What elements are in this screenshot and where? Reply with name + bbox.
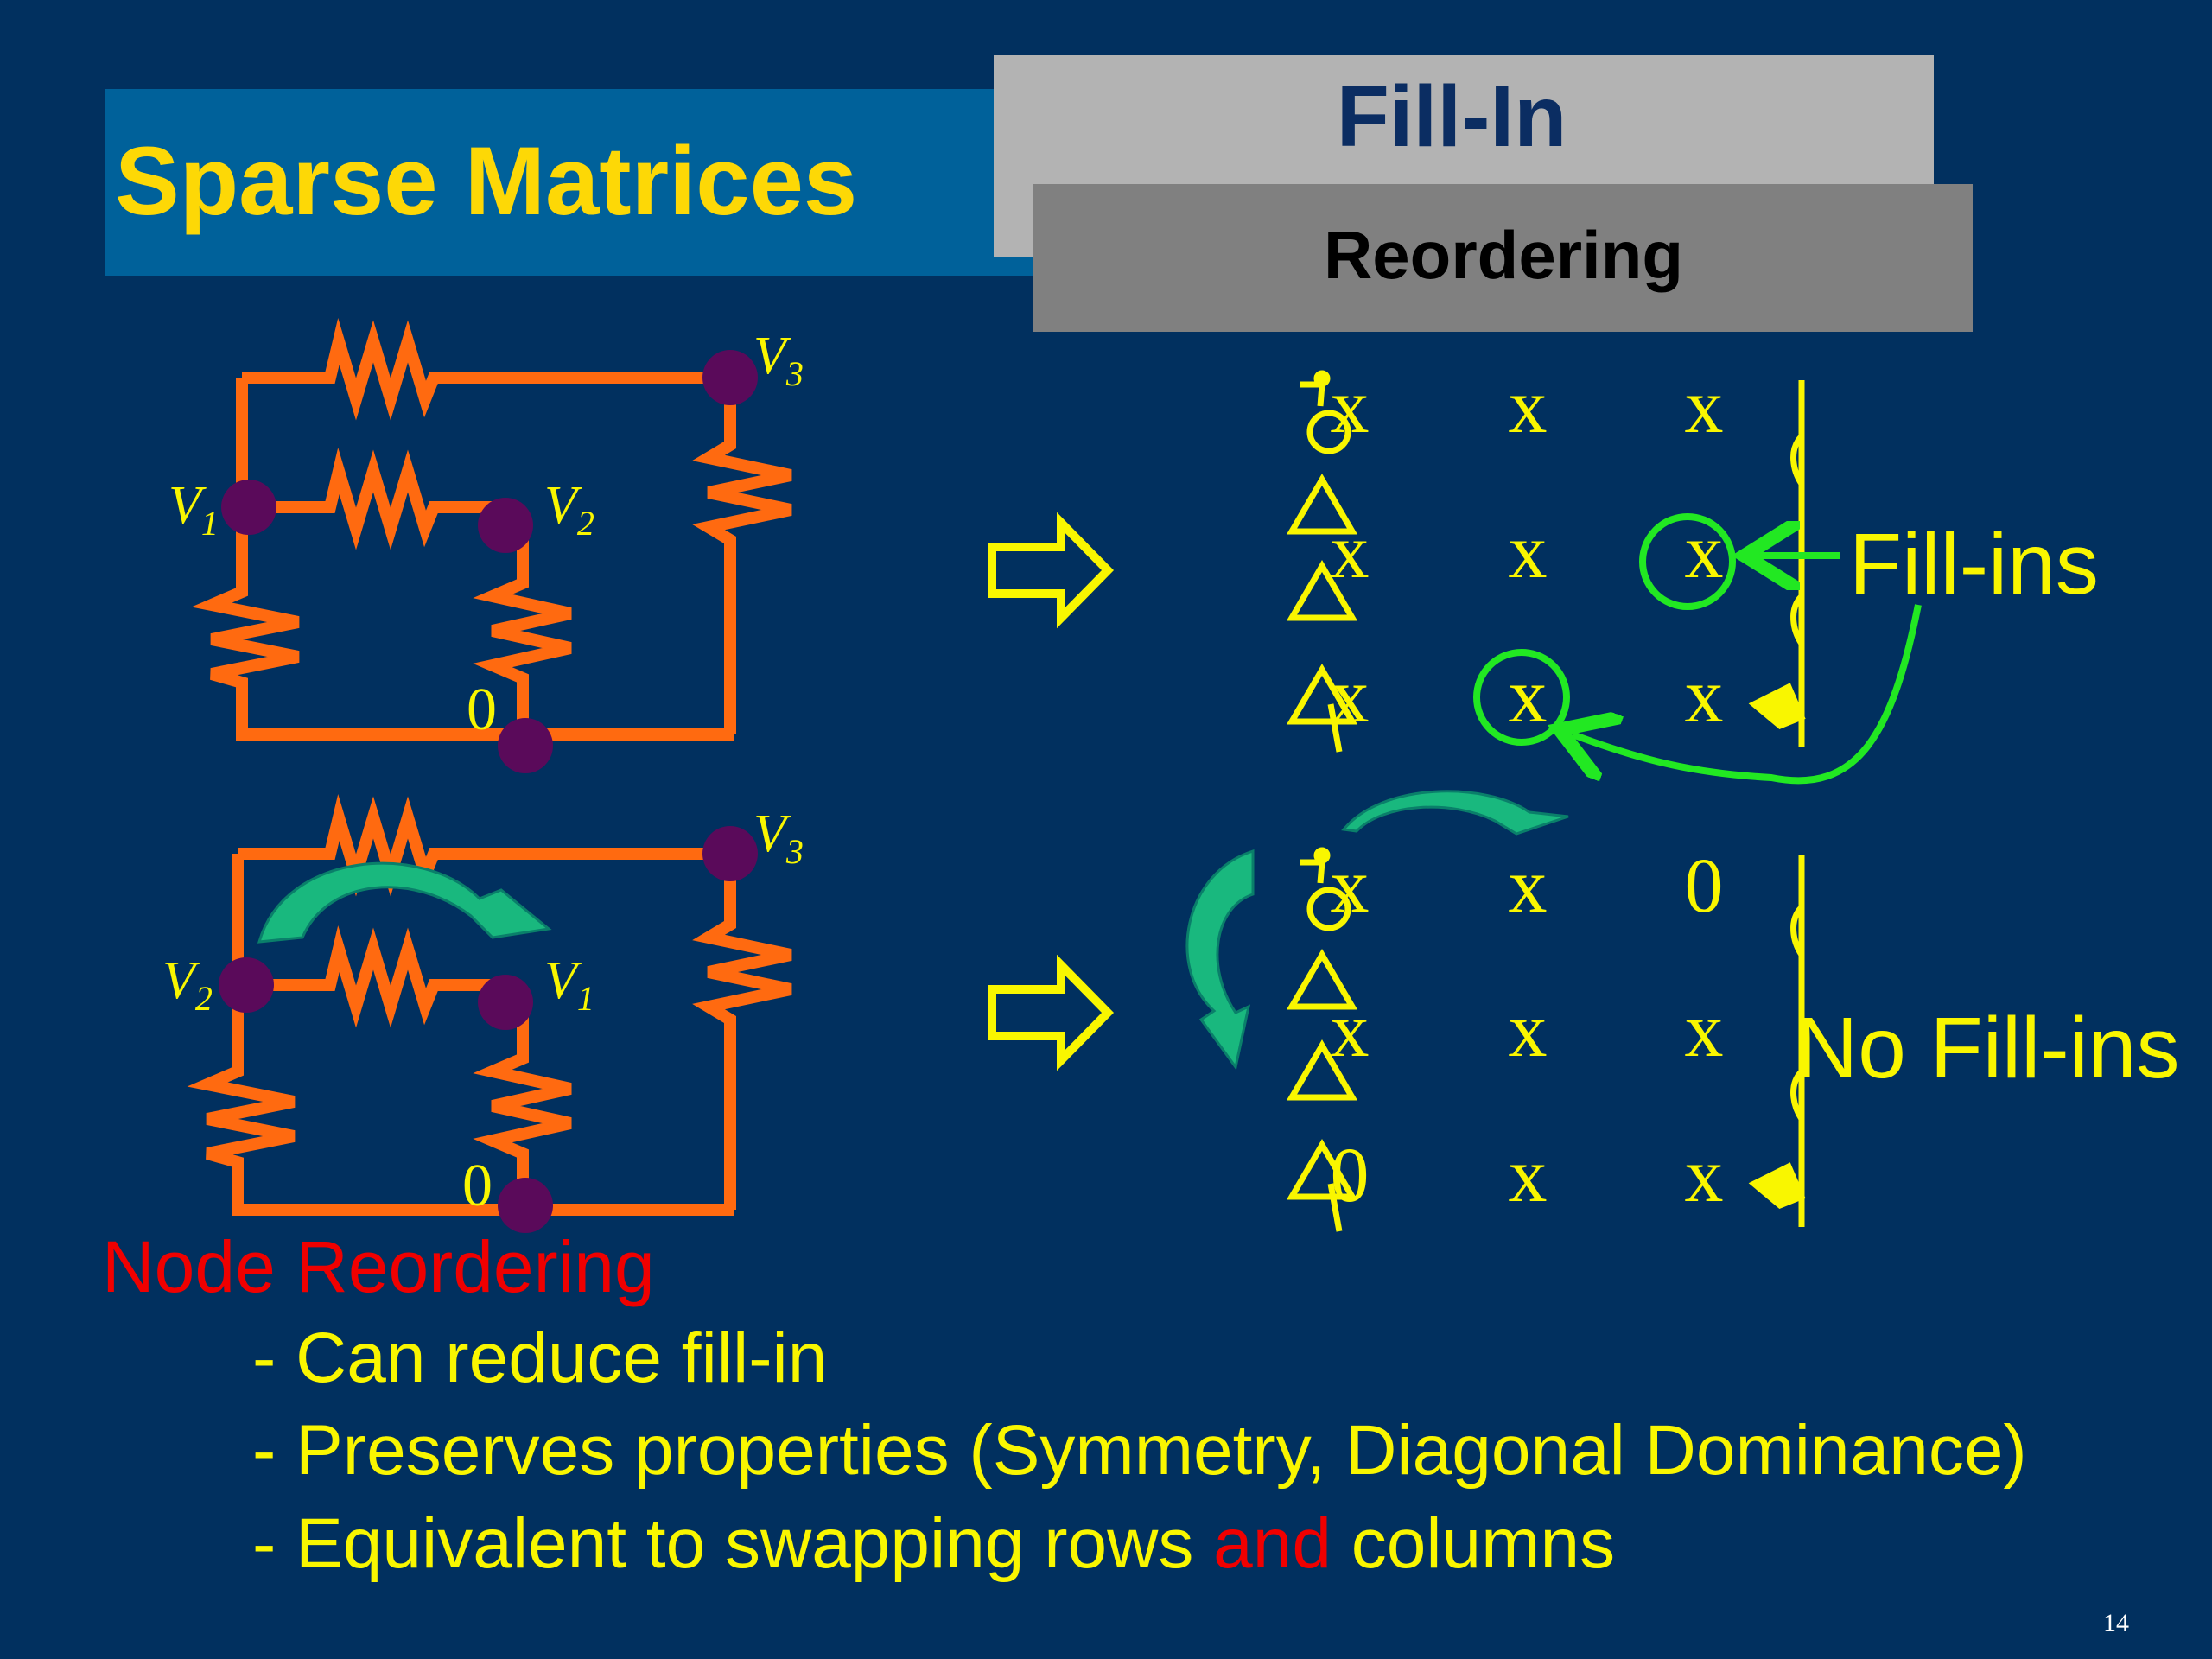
node-top-ground <box>498 718 553 773</box>
node-bottom-ground <box>498 1178 553 1233</box>
label-top-ground: 0 <box>467 677 497 743</box>
bottom-matrix: x x 0 x x x 0 x x <box>1331 843 1724 1218</box>
top-matrix-cell-1-3: x <box>1685 364 1724 449</box>
top-matrix-cell-1-2: x <box>1509 364 1548 449</box>
label-bottom-ground: 0 <box>462 1153 493 1219</box>
fill-ins-curve-arrow-icon <box>1573 604 1922 785</box>
top-matrix-cell-2-2: x <box>1509 509 1548 594</box>
top-circuit-wire-right <box>692 378 792 734</box>
bottom-matrix-cell-1-2: x <box>1509 843 1548 929</box>
bottom-matrix-cell-3-2: x <box>1509 1133 1548 1218</box>
node-top-v2 <box>478 498 533 553</box>
implies-arrow-top-icon <box>988 512 1115 629</box>
node-bottom-v3 <box>702 826 758 881</box>
bottom-circuit-wire-v1-branch <box>473 1002 572 1210</box>
node-bottom-v1 <box>478 975 533 1030</box>
slide-title: Sparse Matrices <box>115 127 858 235</box>
row-swap-arrow-icon <box>1185 849 1255 1071</box>
bullet-preserves-properties: - Preserves properties (Symmetry, Diagon… <box>252 1411 2027 1490</box>
label-bottom-v2: V2 <box>162 951 213 1018</box>
bullet-equivalent-swapping: - Equivalent to swapping rows and column… <box>252 1503 1615 1585</box>
implies-arrow-bottom-icon <box>988 954 1115 1071</box>
node-top-v1 <box>221 480 276 535</box>
top-circuit-wire-v2-branch <box>473 525 572 734</box>
bullet-3-red-word: and <box>1213 1504 1332 1583</box>
top-matrix-cell-3-3: x <box>1685 653 1724 739</box>
bottom-circuit-wire-top <box>238 793 730 897</box>
title-bar <box>105 89 1081 276</box>
label-bottom-v3: V3 <box>753 804 804 871</box>
bottom-matrix-cell-1-3: 0 <box>1685 843 1724 929</box>
top-circuit <box>191 317 792 741</box>
top-matrix-right-bracket-icon <box>1748 380 1806 747</box>
label-top-v3: V3 <box>753 327 804 393</box>
label-top-v2: V2 <box>544 476 594 543</box>
node-swap-arrow-icon <box>257 861 552 944</box>
bottom-matrix-right-bracket-icon <box>1748 855 1806 1227</box>
bottom-matrix-cell-3-3: x <box>1685 1133 1724 1218</box>
bottom-matrix-cell-2-2: x <box>1509 988 1548 1073</box>
bullet-3-text: - Equivalent to swapping rows <box>252 1504 1214 1583</box>
label-top-v1: V1 <box>168 476 219 543</box>
bottom-circuit-wire-left <box>187 854 734 1216</box>
top-circuit-wire-top <box>242 317 730 421</box>
fill-ins-label: Fill-ins <box>1849 516 2099 613</box>
fill-in-highlight-circle-3-2 <box>1473 649 1570 746</box>
top-circuit-nodes <box>221 350 758 773</box>
tab-fill-in-label: Fill-In <box>1336 68 1567 165</box>
bottom-matrix-cell-2-3: x <box>1685 988 1724 1073</box>
column-swap-arrow-icon <box>1341 790 1569 836</box>
bottom-circuit <box>187 793 792 1216</box>
tab-reordering[interactable] <box>1033 184 1973 332</box>
tab-reordering-label: Reordering <box>1323 217 1684 293</box>
top-circuit-wire-left <box>191 378 734 741</box>
top-matrix: x x x x x x x x x <box>1331 364 1724 739</box>
node-reordering-heading: Node Reordering <box>102 1226 655 1307</box>
no-fill-ins-label: No Fill-ins <box>1796 1000 2180 1096</box>
bullet-reduce-fill-in: - Can reduce fill-in <box>252 1319 828 1397</box>
node-bottom-v2 <box>219 957 274 1013</box>
label-bottom-v1: V1 <box>544 951 594 1018</box>
bullet-3-tail: columns <box>1331 1504 1616 1583</box>
page-number: 14 <box>2103 1609 2129 1637</box>
top-circuit-wire-middle <box>242 447 505 550</box>
top-matrix-cell-3-2: x <box>1509 653 1548 739</box>
top-matrix-left-bracket-icon <box>1286 370 1358 753</box>
bottom-circuit-wire-middle <box>238 925 505 1028</box>
bottom-circuit-wire-right <box>692 854 792 1210</box>
node-top-v3 <box>702 350 758 405</box>
bottom-matrix-left-bracket-icon <box>1286 847 1358 1232</box>
